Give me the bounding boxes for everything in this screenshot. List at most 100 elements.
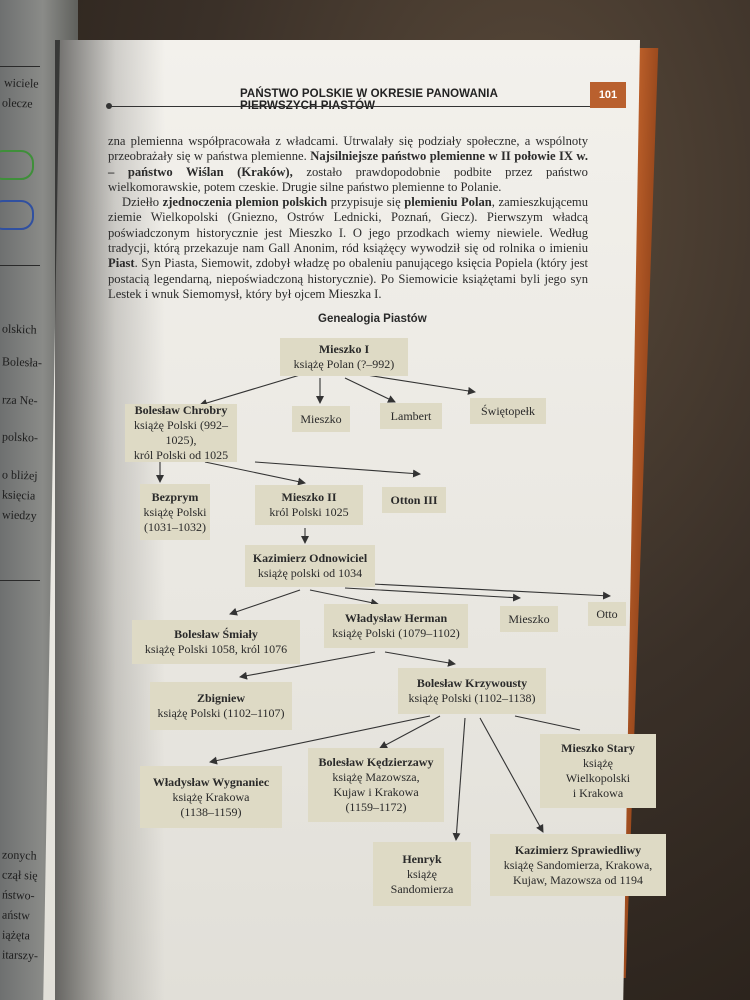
- arrow: [359, 373, 476, 395]
- text-run: zostało prawdopodobnie podbite przez pań…: [108, 164, 588, 194]
- left-page-rule: [0, 66, 40, 67]
- node-name: Henryk: [402, 851, 442, 866]
- node-swietopelk: Świętopełk: [470, 398, 546, 424]
- left-page-rule: [0, 580, 40, 581]
- node-desc: książę Krakowa: [172, 789, 250, 804]
- node-name: Bolesław Krzywousty: [416, 676, 528, 690]
- node-kazimierz-sprawiedliwy: Kazimierz Sprawiedliwy książę Sandomierz…: [490, 834, 666, 896]
- node-desc: książę Polski: [143, 504, 207, 519]
- bold-run: Najsilniejsze państwo plemienne w II poł…: [108, 149, 588, 179]
- node-mieszko: Mieszko: [292, 406, 350, 432]
- arrow: [254, 461, 421, 478]
- paragraph-1: zna plemienna współpracowała z władcami.…: [108, 134, 588, 195]
- arrow: [344, 587, 521, 602]
- node-desc: książę Polski (992–1025),: [134, 418, 228, 447]
- left-page-badge: [0, 200, 34, 230]
- arrow: [344, 377, 396, 403]
- node-henryk: Henryk książę Sandomierza: [373, 842, 471, 906]
- arrow: [379, 715, 441, 749]
- node-name: Mieszko: [508, 611, 550, 626]
- header-rule: [110, 106, 590, 107]
- node-name: Bolesław Chrobry: [134, 403, 228, 417]
- body-text: zna plemienna współpracowała z władcami.…: [108, 134, 588, 302]
- node-desc: książę Polski (1102–1107): [157, 706, 285, 720]
- node-desc: (1138–1159): [180, 804, 242, 819]
- node-desc: książę Sandomierza, Krakowa,: [503, 857, 653, 872]
- node-name: Świętopełk: [481, 403, 535, 418]
- node-wladyslaw-herman: Władysław Herman książę Polski (1079–110…: [324, 604, 468, 648]
- node-boleslaw-krzywousty: Bolesław Krzywousty książę Polski (1102–…: [398, 668, 546, 714]
- node-name: Kazimierz Odnowiciel: [252, 551, 368, 565]
- node-name: Bezprym: [151, 489, 199, 504]
- text-run: zna plemienna współpracowała z władcami.…: [108, 134, 588, 164]
- node-desc: (1031–1032): [144, 519, 206, 534]
- arrow: [199, 374, 301, 407]
- bold-run: zjednoczenia plemion polskich: [162, 195, 328, 210]
- node-bezprym: Bezprym książę Polski (1031–1032): [140, 484, 210, 540]
- genealogy-title: Genealogia Piastów: [318, 313, 427, 325]
- node-name: Mieszko I: [318, 342, 370, 356]
- node-otton-iii: Otton III: [382, 487, 446, 513]
- arrow: [384, 651, 456, 667]
- node-desc: książę: [583, 756, 613, 770]
- node-name: Władysław Wygnaniec: [152, 774, 270, 789]
- node-mieszko-ii: Mieszko II król Polski 1025: [255, 485, 363, 525]
- node-kazimierz-odnowiciel: Kazimierz Odnowiciel książę polski od 10…: [245, 545, 375, 587]
- arrow: [204, 461, 306, 486]
- node-name: Bolesław Śmiały: [174, 627, 258, 641]
- node-name: Bolesław Kędzierzawy: [318, 755, 434, 769]
- arrow: [239, 651, 376, 680]
- node-desc: Sandomierza: [390, 881, 454, 896]
- node-zbigniew: Zbigniew książę Polski (1102–1107): [150, 682, 292, 730]
- node-desc: Wielkopolski: [565, 771, 631, 785]
- node-desc: Kujaw, Mazowsza od 1194: [512, 872, 644, 887]
- text-run: przypisuje się: [327, 195, 405, 210]
- bold-run: Piast: [108, 256, 135, 271]
- node-wladyslaw-wygnaniec: Władysław Wygnaniec książę Krakowa (1138…: [140, 766, 282, 828]
- arrow: [371, 583, 611, 600]
- arrow: [209, 715, 431, 765]
- node-desc: książę: [407, 866, 437, 881]
- left-page-rule: [0, 265, 40, 266]
- node-desc: król Polski 1025: [269, 505, 349, 519]
- node-mieszko-stary: Mieszko Stary książę Wielkopolski i Krak…: [540, 734, 656, 808]
- left-page-badge: [0, 150, 34, 180]
- node-lambert: Lambert: [380, 403, 442, 429]
- text-run: . Syn Piasta, Siemowit, zdobył władzę po…: [108, 256, 588, 301]
- bold-run: plemieniu Polan: [404, 195, 492, 210]
- arrow: [452, 717, 466, 841]
- node-desc: książę Polski (1079–1102): [332, 626, 460, 640]
- node-desc: (1159–1172): [345, 800, 407, 814]
- arrow: [229, 589, 301, 616]
- node-name: Otton III: [390, 492, 438, 507]
- arrow: [309, 589, 379, 607]
- node-desc: książę Polski 1058, król 1076: [144, 642, 288, 656]
- node-desc: król Polski od 1025: [133, 448, 229, 462]
- node-name: Zbigniew: [196, 691, 245, 705]
- node-otto: Otto: [588, 602, 626, 626]
- arrow: [479, 717, 544, 833]
- node-mieszko-herman-brother: Mieszko: [500, 606, 558, 632]
- node-boleslaw-kedzierzawy: Bolesław Kędzierzawy książę Mazowsza, Ku…: [308, 748, 444, 822]
- node-boleslaw-smialy: Bolesław Śmiały książę Polski 1058, król…: [132, 620, 300, 664]
- node-desc: książę Polan (?–992): [293, 357, 395, 371]
- node-mieszko-i: Mieszko I książę Polan (?–992): [280, 338, 408, 376]
- line: [514, 715, 581, 731]
- header-rule-dot: [106, 103, 112, 109]
- node-boleslaw-chrobry: Bolesław Chrobry książę Polski (992–1025…: [125, 403, 237, 462]
- node-name: Mieszko II: [281, 490, 337, 504]
- node-name: Mieszko Stary: [561, 741, 635, 755]
- node-name: Władysław Herman: [344, 611, 448, 625]
- page-number: 101: [590, 82, 626, 108]
- node-name: Otto: [596, 606, 618, 621]
- node-desc: książę Mazowsza,: [332, 770, 420, 784]
- node-name: Mieszko: [300, 411, 342, 426]
- node-desc: i Krakowa: [572, 786, 624, 800]
- node-desc: książę polski od 1034: [257, 566, 363, 580]
- paragraph-2: Dziełło zjednoczenia plemion polskich pr…: [108, 195, 588, 302]
- node-name: Kazimierz Sprawiedliwy: [514, 842, 642, 857]
- text-run: , zamieszkującemu ziemie Wielkopolski (G…: [108, 195, 589, 256]
- node-desc: książę Polski (1102–1138): [408, 691, 536, 705]
- text-run: Dziełło: [122, 195, 163, 210]
